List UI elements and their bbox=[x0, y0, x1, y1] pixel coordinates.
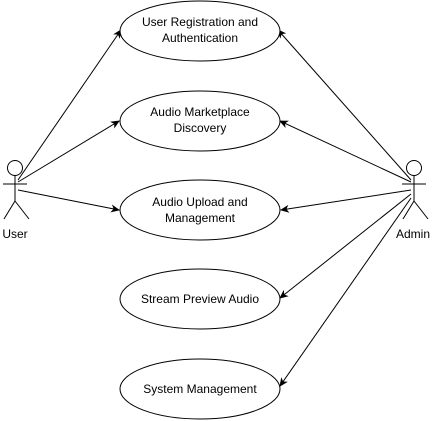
association-admin-uc4 bbox=[279, 193, 412, 299]
association-user-uc2 bbox=[17, 120, 120, 183]
actor-head-icon bbox=[406, 160, 422, 176]
actor-label-user: User bbox=[2, 227, 27, 241]
actor-head-icon bbox=[7, 160, 23, 176]
association-admin-uc3 bbox=[280, 189, 412, 213]
actor-leg-icon bbox=[3, 200, 16, 220]
actor-label-admin: Admin bbox=[396, 227, 430, 241]
association-user-uc1 bbox=[17, 29, 122, 181]
actor-user[interactable]: User bbox=[2, 160, 30, 242]
association-admin-uc2 bbox=[279, 120, 412, 183]
actor-leg-icon bbox=[413, 200, 429, 220]
use-case-user-registration[interactable]: User Registration and Authentication bbox=[119, 0, 281, 62]
use-case-system-management[interactable]: System Management bbox=[119, 358, 281, 420]
use-case-audio-marketplace[interactable]: Audio Marketplace Discovery bbox=[119, 90, 281, 152]
association-admin-uc1 bbox=[277, 29, 412, 181]
actor-leg-icon bbox=[14, 200, 30, 220]
use-case-label-line: Audio Marketplace bbox=[150, 105, 250, 119]
use-case-label-line: Management bbox=[165, 211, 236, 225]
association-user-uc3 bbox=[17, 189, 120, 213]
use-case-stream-preview[interactable]: Stream Preview Audio bbox=[119, 268, 281, 330]
use-case-label-line: Discovery bbox=[174, 121, 227, 135]
use-case-audio-upload[interactable]: Audio Upload and Management bbox=[119, 179, 281, 241]
associations bbox=[17, 29, 412, 387]
actor-leg-icon bbox=[402, 200, 415, 220]
use-case-label-line: Audio Upload and bbox=[152, 195, 247, 209]
use-case-label-line: User Registration and bbox=[142, 15, 258, 29]
use-case-label-line: System Management bbox=[143, 382, 257, 396]
use-case-label-line: Stream Preview Audio bbox=[141, 292, 259, 306]
actor-admin[interactable]: Admin bbox=[396, 160, 430, 242]
association-admin-uc5 bbox=[279, 197, 412, 387]
use-case-label-line: Authentication bbox=[162, 31, 238, 45]
